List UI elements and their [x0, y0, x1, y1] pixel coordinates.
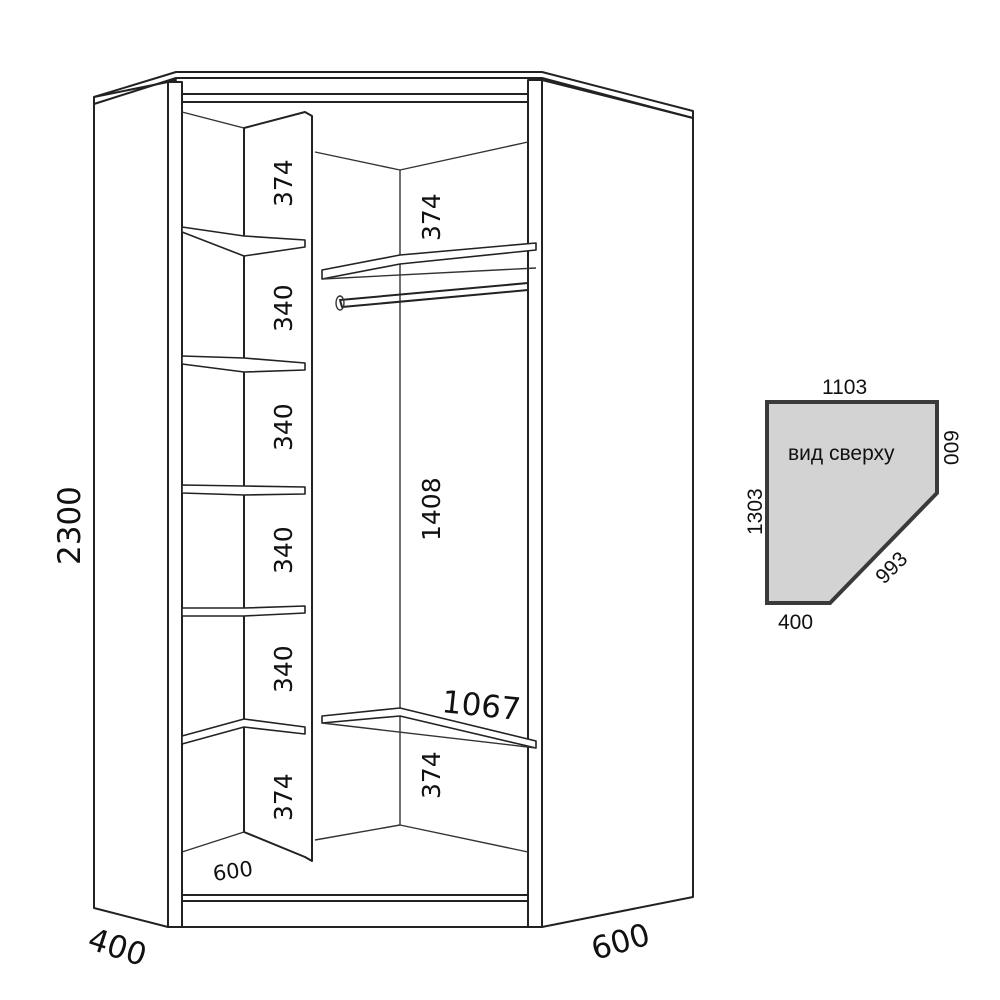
- right-bottom-shelf-front: [321, 722, 537, 749]
- left-shelf-1: [181, 226, 306, 257]
- left-front-post: [167, 81, 183, 928]
- interior-back: [181, 111, 529, 862]
- right-back-left-wall: [314, 151, 401, 841]
- left-height-3: 340: [269, 403, 298, 451]
- wardrobe-carcass: [93, 71, 694, 928]
- right-shelf-width: 1067: [440, 684, 522, 728]
- right-side-panel: [541, 79, 694, 928]
- left-height-1: 374: [269, 159, 298, 207]
- plan-bottom-width: 400: [778, 611, 813, 634]
- hanging-height: 1408: [417, 477, 446, 541]
- left-side-panel: [93, 81, 169, 928]
- hanging-rail: [339, 282, 529, 308]
- left-shelves: [181, 226, 306, 745]
- overall-height: 2300: [52, 486, 88, 565]
- left-shelf-5: [181, 718, 306, 745]
- plan-top-width: 1103: [822, 376, 867, 399]
- bottom-shelf-depth: 600: [211, 857, 254, 886]
- plan-view-shape: [765, 400, 939, 605]
- left-shelf-2: [181, 355, 306, 373]
- left-shelf-4: [181, 605, 306, 617]
- left-height-5: 340: [269, 645, 298, 693]
- right-compartment: [321, 242, 537, 749]
- left-shelf-3: [181, 484, 306, 496]
- open-door-panel: [243, 111, 313, 862]
- top-rail: [181, 93, 529, 103]
- hanging-rail-bracket: [335, 295, 345, 311]
- plan-right-side: 600: [939, 430, 962, 465]
- right-height-labels: 374 1408 374 1067 600: [211, 193, 522, 886]
- left-height-2: 340: [269, 284, 298, 332]
- left-height-labels: 374 340 340 340 340 374: [269, 159, 298, 821]
- left-height-4: 340: [269, 526, 298, 574]
- left-height-6: 374: [269, 773, 298, 821]
- right-top-shelf-front: [321, 267, 537, 280]
- left-depth: 400: [84, 921, 151, 974]
- right-bottom-height: 374: [417, 751, 446, 799]
- right-front-post: [527, 79, 543, 928]
- plan-caption: вид сверху: [788, 442, 895, 465]
- right-top-height: 374: [417, 193, 446, 241]
- plan-view: вид сверху 1103 1303 600 993 400: [744, 376, 962, 634]
- plan-left-side: 1303: [744, 488, 767, 535]
- right-back-floor-wall: [399, 824, 529, 853]
- right-depth: 600: [587, 917, 654, 968]
- right-back-right-wall: [399, 141, 529, 171]
